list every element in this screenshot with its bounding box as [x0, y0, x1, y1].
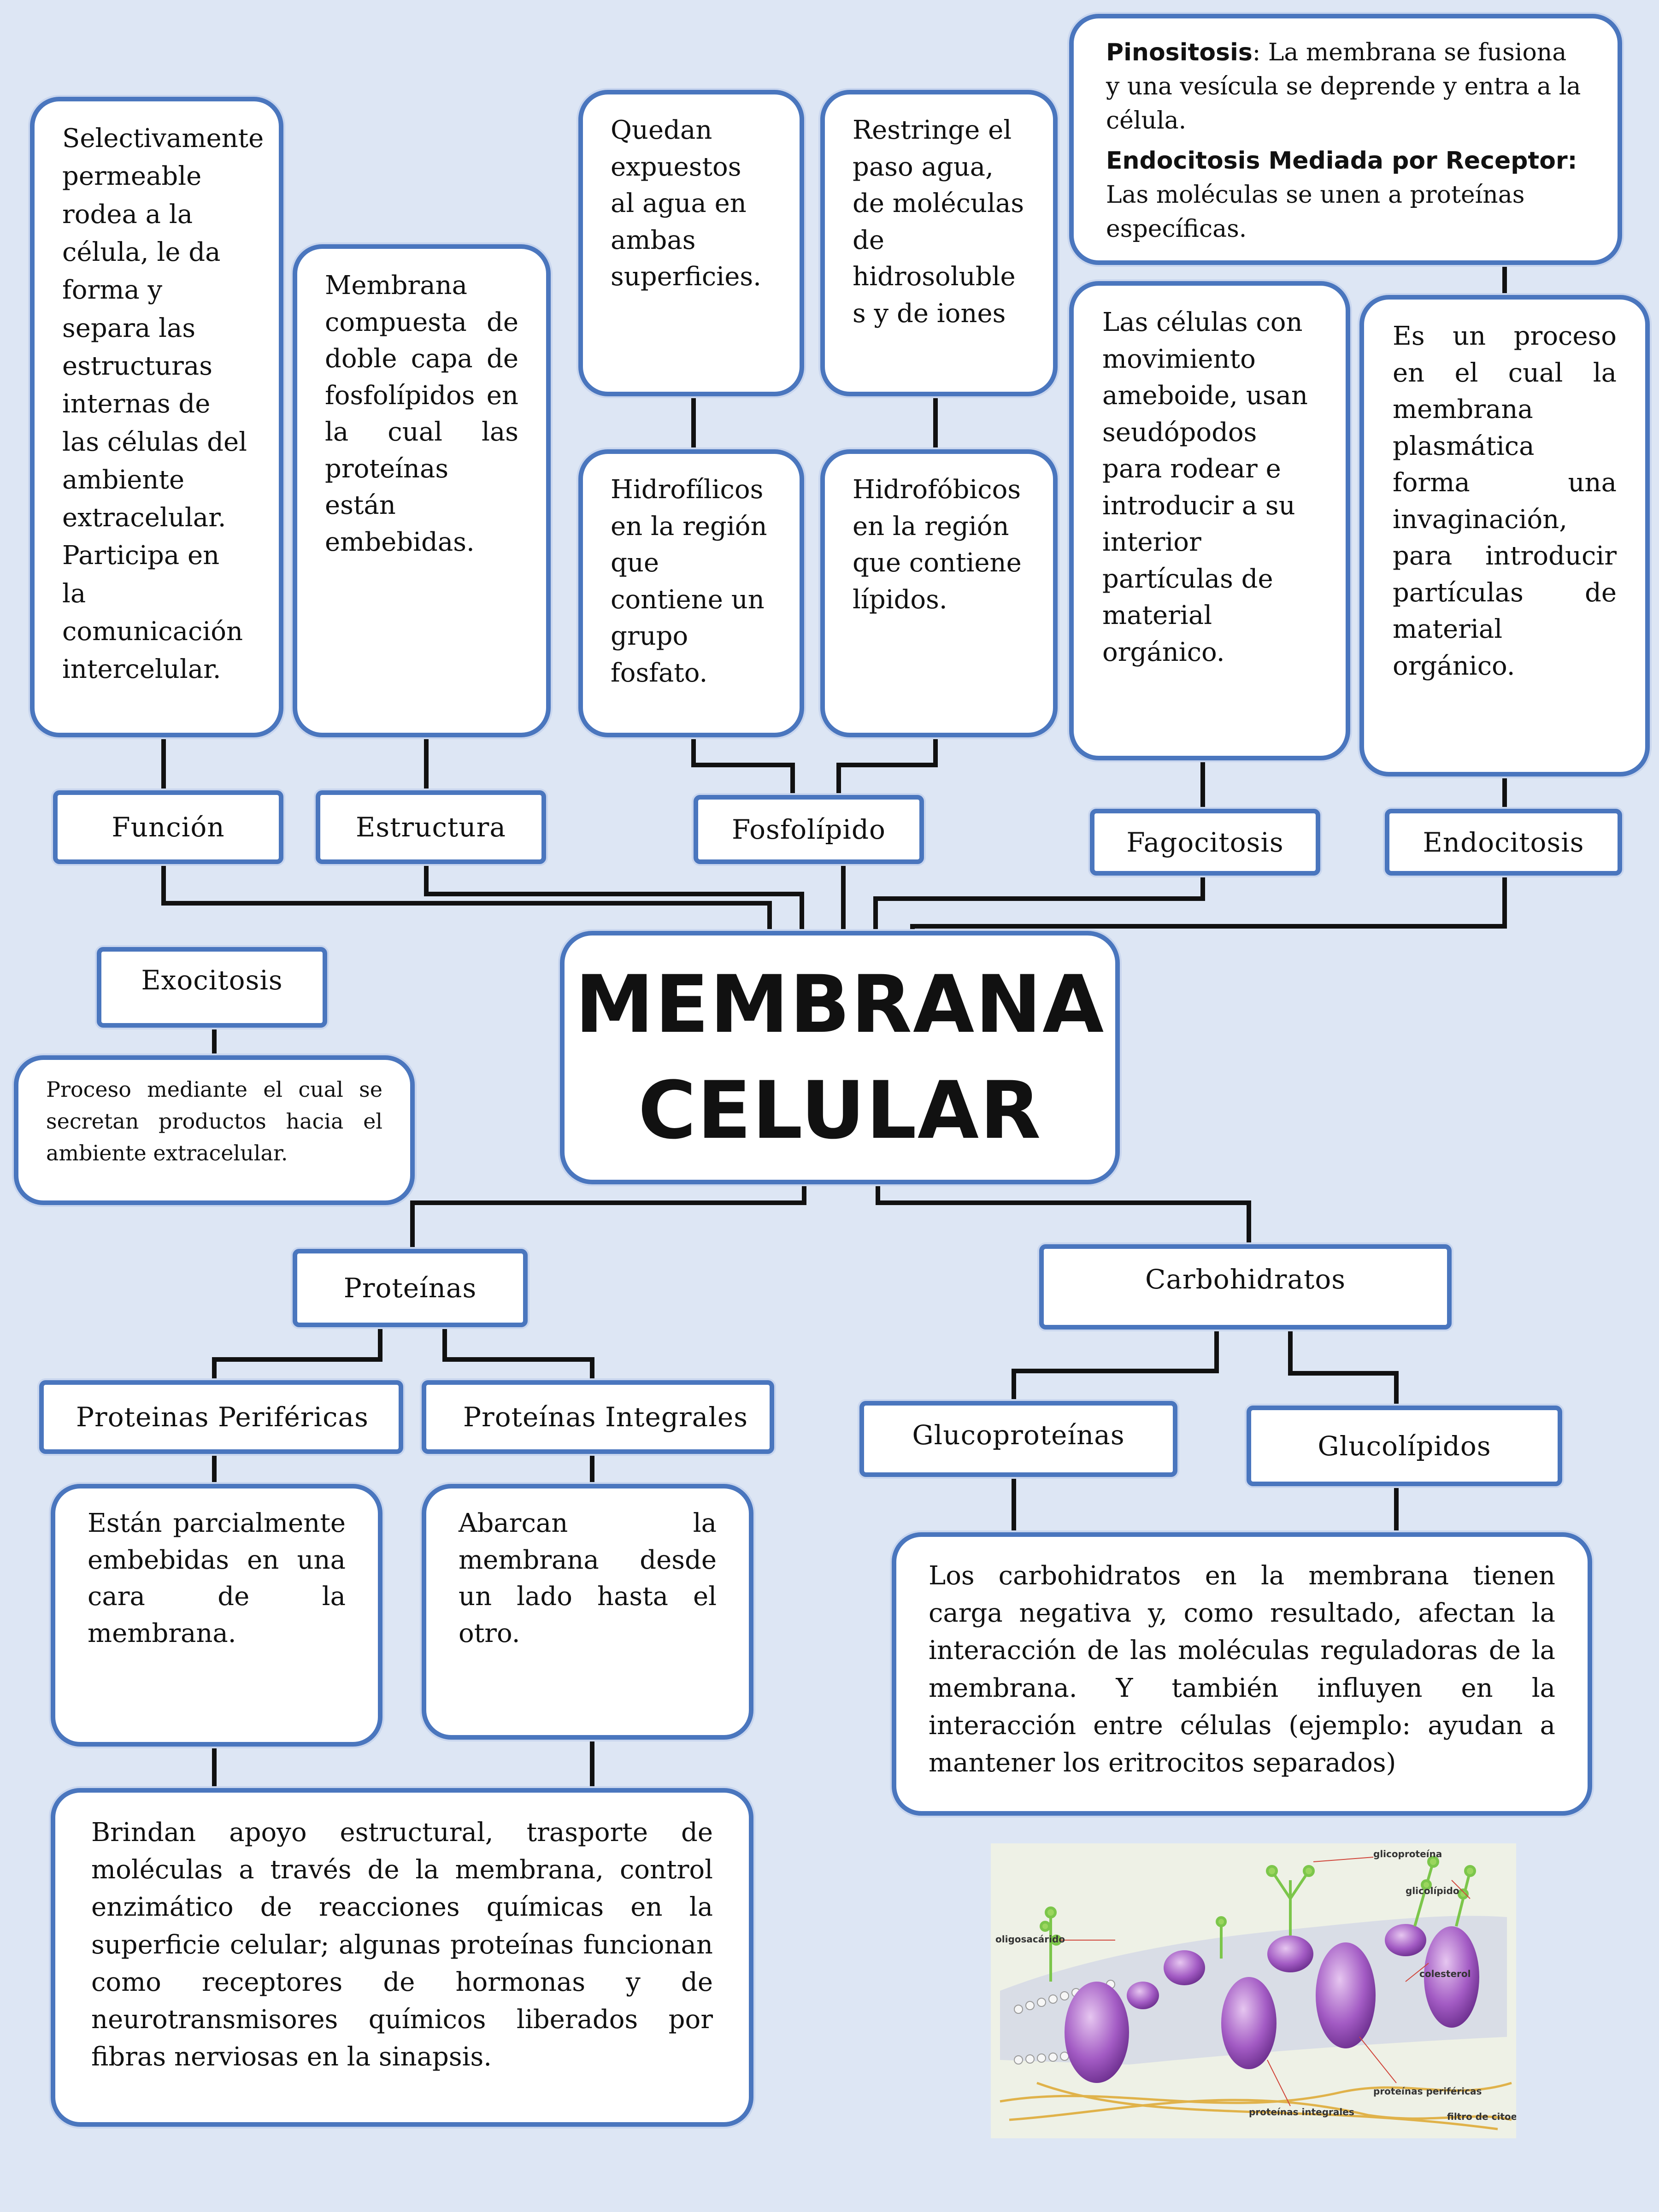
illustration-label-filtro: filtro de citoesqueleto	[1447, 2111, 1516, 2122]
estructura-label: Estructura	[316, 790, 546, 864]
endocitosis-label: Endocitosis	[1385, 809, 1622, 876]
hidrofilicos-box: Hidrofílicos en la región que contiene u…	[578, 449, 804, 737]
illustration-label-glicolipido: glicolípido	[1406, 1885, 1459, 1896]
endocitosis-description: Es un proceso en el cual la membrana pla…	[1393, 321, 1617, 681]
illustration-label-oligosacarido: oligosacárido	[995, 1934, 1065, 1945]
fosfolipido-water-box: Quedan expuestos al agua en ambas superf…	[578, 90, 804, 396]
exocitosis-description: Proceso mediante el cual se secretan pro…	[46, 1077, 382, 1165]
exocitosis-description-box: Proceso mediante el cual se secretan pro…	[14, 1055, 415, 1205]
hidrofobicos-text: Hidrofóbicos en la región que contiene l…	[853, 475, 1022, 615]
carbohidratos-description-box: Los carbohidratos en la membrana tienen …	[892, 1532, 1592, 1816]
illustration-label-integrales: proteínas integrales	[1249, 2106, 1354, 2118]
proteinas-function-text: Brindan apoyo estructural, trasporte de …	[91, 1818, 713, 2072]
perifericas-label: Proteinas Periféricas	[39, 1380, 403, 1454]
perifericas-description: Están parcialmente embebidas en una cara…	[88, 1508, 346, 1648]
proteinas-function-box: Brindan apoyo estructural, trasporte de …	[51, 1788, 753, 2127]
glycan-chains	[1040, 1856, 1476, 1982]
proteinas-label: Proteínas	[293, 1249, 528, 1327]
integrales-description-box: Abarcan la membrana desde un lado hasta …	[422, 1484, 753, 1740]
endocitosis-description-box: Es un proceso en el cual la membrana pla…	[1359, 295, 1650, 777]
funcion-description-box: Selectivamente permeable rodea a la célu…	[30, 97, 283, 737]
fosfolipido-restrict-box: Restringe el paso agua, de moléculas de …	[820, 90, 1058, 396]
membrane-illustration: glicoproteína glicolípido oligosacárido …	[991, 1843, 1562, 2138]
funcion-label: Función	[53, 790, 283, 864]
funcion-description: Selectivamente permeable rodea a la célu…	[62, 124, 264, 685]
pinocitosis-text: : La membrana se fusiona y una vesícula …	[1106, 39, 1581, 135]
endocitosis-receptor-text: Las moléculas se unen a proteínas especí…	[1106, 181, 1525, 243]
integrales-description: Abarcan la membrana desde un lado hasta …	[459, 1508, 717, 1648]
fosfolipido-label: Fosfolípido	[694, 795, 924, 864]
pinocitosis-box: Pinositosis: La membrana se fusiona y un…	[1069, 14, 1622, 265]
membrane-illustration-svg: glicoproteína glicolípido oligosacárido …	[991, 1843, 1562, 2138]
illustration-label-colesterol: colesterol	[1419, 1968, 1471, 1979]
estructura-description: Membrana compuesta de doble capa de fosf…	[325, 271, 518, 557]
integrales-label: Proteínas Integrales	[422, 1380, 774, 1454]
title-line-2: CELULAR	[638, 1064, 1042, 1157]
fagocitosis-description: Las células con movimiento ameboide, usa…	[1102, 307, 1308, 667]
title-line-1: MEMBRANA	[575, 958, 1105, 1051]
fagocitosis-description-box: Las células con movimiento ameboide, usa…	[1069, 281, 1350, 760]
illustration-label-perifericas: proteínas periféricas	[1373, 2086, 1482, 2097]
pinocitosis-label: Pinositosis	[1106, 39, 1253, 66]
fosfolipido-water-text: Quedan expuestos al agua en ambas superf…	[611, 115, 761, 292]
cytoskeleton-fibres	[1000, 2082, 1512, 2130]
hidrofilicos-text: Hidrofílicos en la región que contiene u…	[611, 475, 767, 688]
illustration-labels: glicoproteína glicolípido oligosacárido …	[995, 1848, 1562, 2122]
glucolipidos-label: Glucolípidos	[1247, 1406, 1562, 1486]
membrane-proteins	[1065, 1924, 1479, 2083]
carbohidratos-label: Carbohidratos	[1039, 1244, 1452, 1330]
endocitosis-receptor-label: Endocitosis Mediada por Receptor:	[1106, 147, 1577, 175]
estructura-description-box: Membrana compuesta de doble capa de fosf…	[293, 244, 551, 737]
perifericas-description-box: Están parcialmente embebidas en una cara…	[51, 1484, 382, 1747]
glucoproteinas-label: Glucoproteínas	[859, 1401, 1177, 1477]
fagocitosis-label: Fagocitosis	[1090, 809, 1320, 876]
fosfolipido-restrict-text: Restringe el paso agua, de moléculas de …	[853, 115, 1024, 329]
carbohidratos-description: Los carbohidratos en la membrana tienen …	[929, 1561, 1555, 1778]
main-title: MEMBRANA CELULAR	[560, 931, 1120, 1184]
illustration-label-glicoproteina: glicoproteína	[1373, 1848, 1442, 1859]
hidrofobicos-box: Hidrofóbicos en la región que contiene l…	[820, 449, 1058, 737]
exocitosis-label: Exocitosis	[97, 947, 327, 1028]
